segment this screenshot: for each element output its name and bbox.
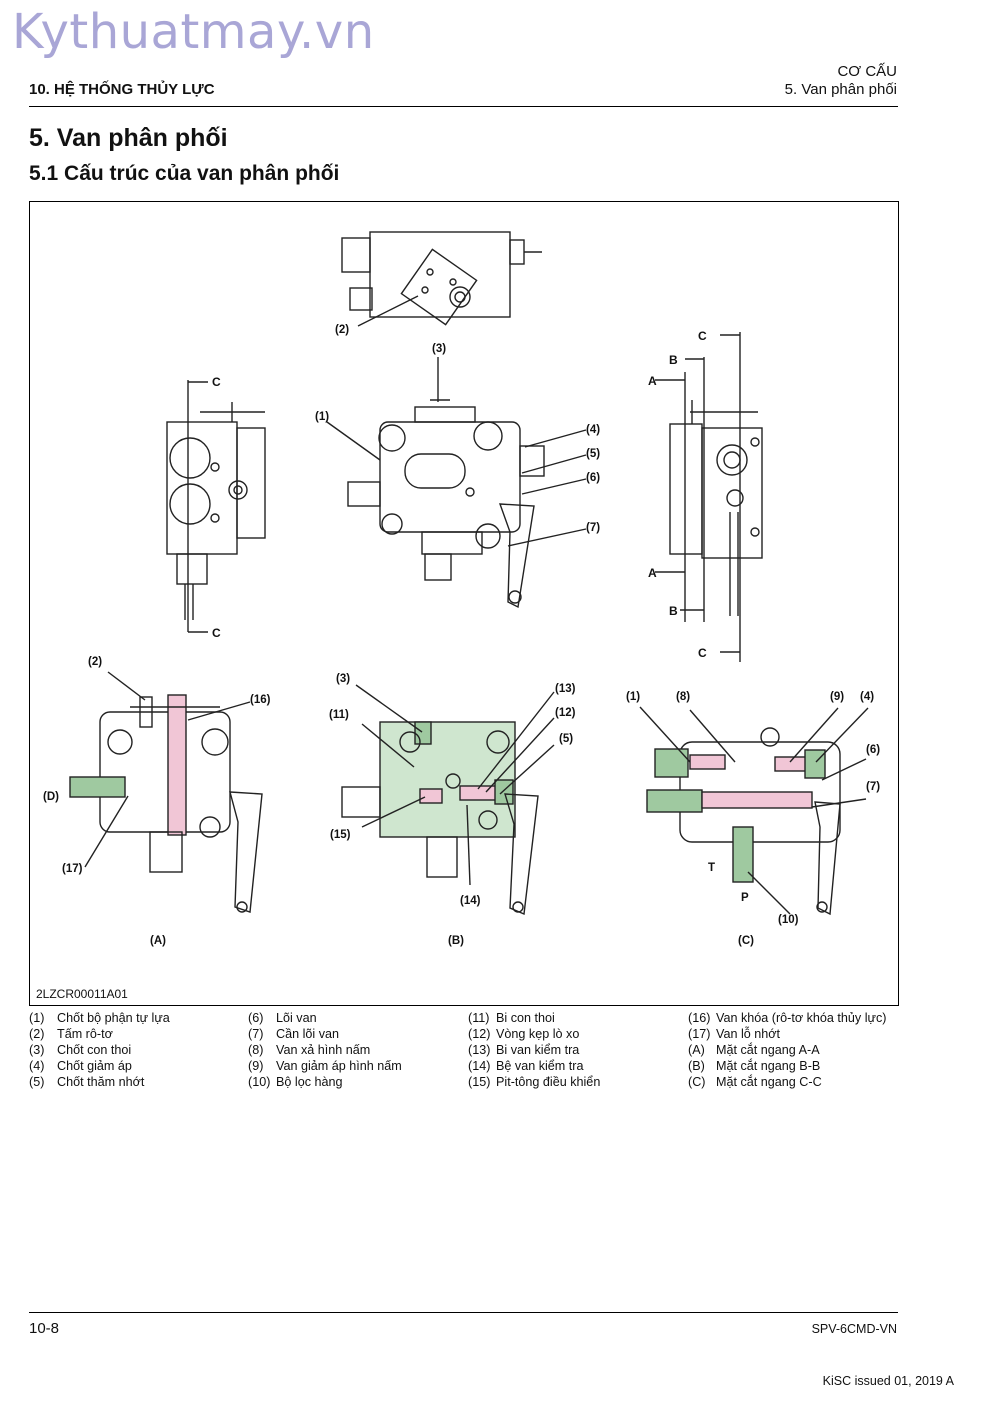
label-a-16: (16) — [250, 694, 271, 706]
legend-column-2: (6)Lõi van (7)Cần lõi van (8)Van xả hình… — [248, 1010, 402, 1090]
label-c-8: (8) — [676, 691, 691, 703]
legend-item: (2)Tấm rô-tơ — [29, 1027, 113, 1041]
watermark-logo: Kythuatmay.vn — [12, 4, 375, 60]
label-c-7: (7) — [866, 781, 881, 793]
right-side-view-drawing — [669, 332, 763, 662]
section-mark-right-b-top: B — [669, 353, 678, 367]
caption-c: (C) — [738, 935, 754, 947]
legend-item: (4)Chốt giảm áp — [29, 1059, 132, 1073]
valve-diagram: (2) (3) (1) (4) (5) (6) (7) C C C B A A … — [29, 201, 899, 1006]
legend-item: (1)Chốt bộ phận tự lựa — [29, 1011, 170, 1025]
section-mark-right-c-bottom: C — [698, 646, 707, 660]
caption-b: (B) — [448, 935, 464, 947]
section-header: CƠ CẤU 5. Van phân phối — [785, 63, 897, 99]
section-mark-left-c-bottom: C — [212, 626, 221, 640]
label-b-13: (13) — [555, 683, 576, 695]
legend-item: (13)Bi van kiểm tra — [468, 1043, 580, 1057]
label-c-4: (4) — [860, 691, 875, 703]
legend-column-4: (16)Van khóa (rô-tơ khóa thủy lực) (17)V… — [688, 1010, 886, 1090]
left-side-view-drawing — [166, 380, 266, 632]
label-b-11: (11) — [329, 709, 349, 721]
legend-item: (15)Pit-tông điều khiển — [468, 1075, 601, 1089]
label-top-3: (3) — [432, 343, 447, 355]
legend-item: (10)Bộ lọc hàng — [248, 1075, 343, 1089]
legend-item: (16)Van khóa (rô-tơ khóa thủy lực) — [688, 1011, 887, 1025]
label-top-4: (4) — [586, 424, 601, 436]
page-subtitle: 5.1 Cấu trúc của van phân phối — [29, 162, 340, 185]
legend-column-1: (1)Chốt bộ phận tự lựa (2)Tấm rô-tơ (3)C… — [29, 1010, 170, 1090]
label-top-7: (7) — [586, 522, 601, 534]
legend-item: (11)Bi con thoi — [468, 1011, 555, 1025]
section-name: CƠ CẤU — [837, 63, 897, 80]
legend-item: (9)Van giảm áp hình nấm — [248, 1059, 402, 1073]
legend-item: (7)Cần lõi van — [248, 1027, 340, 1041]
issue-note: KiSC issued 01, 2019 A — [822, 1374, 954, 1388]
label-c-p: P — [741, 892, 749, 904]
legend-item: (3)Chốt con thoi — [29, 1043, 132, 1057]
document-code: SPV-6CMD-VN — [811, 1322, 897, 1336]
section-mark-right-a-bottom: A — [648, 566, 657, 580]
legend-item: (6)Lõi van — [248, 1011, 317, 1025]
label-c-t: T — [708, 862, 716, 874]
section-a-drawing — [69, 671, 263, 913]
page-title: 5. Van phân phối — [29, 124, 228, 152]
legend-item: (C)Mặt cắt ngang C-C — [688, 1075, 822, 1089]
chapter-header: 10. HỆ THỐNG THỦY LỰC — [29, 81, 215, 98]
header-divider — [29, 106, 898, 107]
section-mark-right-c-top: C — [698, 329, 707, 343]
label-b-15: (15) — [330, 829, 351, 841]
label-a-17: (17) — [62, 863, 83, 875]
caption-a: (A) — [150, 935, 166, 947]
label-c-9: (9) — [830, 691, 845, 703]
section-c-drawing — [639, 706, 869, 916]
label-a-2: (2) — [88, 656, 103, 668]
subsection-name: 5. Van phân phối — [784, 81, 897, 98]
label-c-10: (10) — [778, 914, 799, 926]
label-top-6: (6) — [586, 472, 601, 484]
label-b-5: (5) — [559, 733, 574, 745]
front-view-drawing — [326, 357, 587, 609]
label-b-14: (14) — [460, 895, 481, 907]
legend-item: (B)Mặt cắt ngang B-B — [688, 1059, 821, 1073]
label-b-12: (12) — [555, 707, 576, 719]
label-c-6: (6) — [866, 744, 881, 756]
page-number: 10-8 — [29, 1320, 60, 1337]
legend-item: (A)Mặt cắt ngang A-A — [688, 1043, 820, 1057]
legend-item: (8)Van xả hình nấm — [248, 1043, 371, 1057]
top-view-drawing — [341, 231, 542, 327]
label-top-2: (2) — [335, 324, 350, 336]
legend-item: (12)Vòng kẹp lò xo — [468, 1027, 580, 1041]
label-top-1: (1) — [315, 411, 330, 423]
section-mark-right-a-top: A — [648, 374, 657, 388]
section-mark-right-b-bottom: B — [669, 604, 678, 618]
label-b-3: (3) — [336, 673, 351, 685]
section-arrows — [188, 334, 740, 653]
label-c-1: (1) — [626, 691, 641, 703]
label-a-d: (D) — [43, 791, 59, 803]
legend-item: (14)Bệ van kiểm tra — [468, 1059, 584, 1073]
legend-item: (17)Van lỗ nhớt — [688, 1027, 781, 1041]
footer-divider — [29, 1312, 898, 1313]
legend-column-3: (11)Bi con thoi (12)Vòng kẹp lò xo (13)B… — [468, 1010, 600, 1090]
label-top-5: (5) — [586, 448, 601, 460]
figure-id: 2LZCR00011A01 — [36, 987, 128, 1001]
section-mark-left-c-top: C — [212, 375, 221, 389]
legend-item: (5)Chốt thăm nhớt — [29, 1075, 145, 1089]
valve-drawing — [69, 231, 869, 916]
section-b-drawing — [341, 684, 555, 916]
